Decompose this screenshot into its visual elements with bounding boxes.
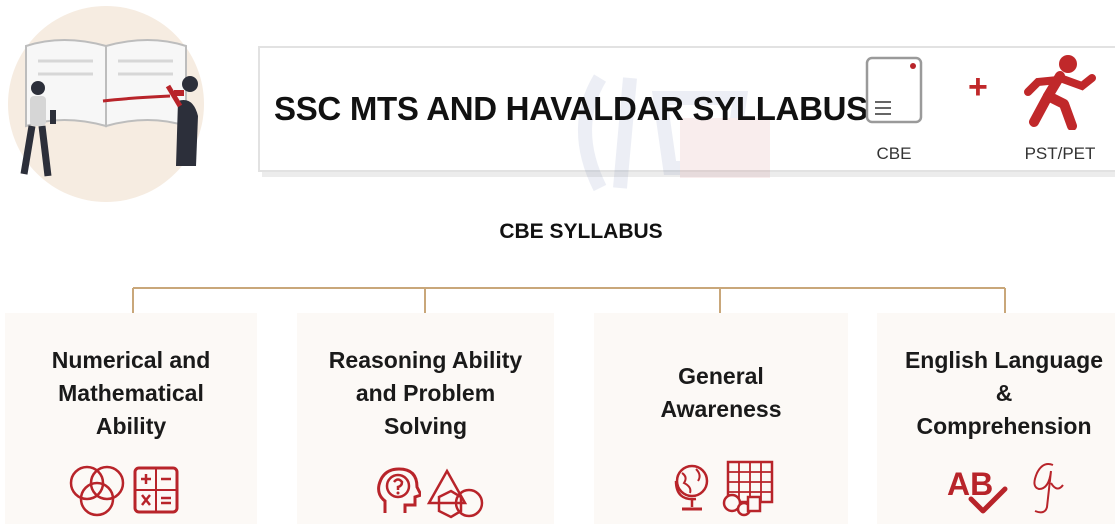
cbe-label: CBE: [876, 144, 912, 163]
card-label-line: English Language: [904, 347, 1104, 373]
card-label-line: and Problem: [355, 380, 496, 406]
page-title: SSC MTS AND HAVALDAR SYLLABUS: [274, 90, 868, 127]
header-banner: SSC MTS AND HAVALDAR SYLLABUS CBE + PST/…: [258, 46, 1115, 192]
section-title: CBE SYLLABUS: [499, 220, 663, 243]
calculator-icon: [133, 466, 179, 514]
card-label-line: Mathematical: [58, 380, 204, 406]
card-label-line: Ability: [95, 413, 167, 439]
card-numerical-ability: Numerical and Mathematical Ability: [5, 313, 257, 524]
ab-check-icon: AB: [947, 466, 1008, 514]
running-person-icon: [1024, 55, 1096, 130]
pst-pet-label: PST/PET: [1024, 144, 1096, 163]
head-question-icon: [377, 467, 421, 513]
computer-test-icon: [865, 56, 923, 124]
card-label-line: General: [678, 363, 764, 389]
card-label-line: Reasoning Ability: [328, 347, 523, 373]
card-label-line: Numerical and: [51, 347, 211, 373]
geometric-shapes-icon: [426, 468, 484, 519]
card-label-line: Solving: [383, 413, 468, 439]
svg-text:AB: AB: [947, 466, 993, 502]
cursive-g-icon: [1033, 463, 1064, 514]
chart-items-icon: [722, 460, 774, 517]
reading-book-illustration: [8, 6, 204, 202]
venn-diagram-icon: [69, 465, 125, 517]
card-general-awareness: General Awareness: [594, 313, 848, 524]
card-reasoning-ability: Reasoning Ability and Problem Solving: [297, 313, 554, 524]
card-english-language: English Language & Comprehension AB: [877, 313, 1115, 524]
globe-icon: [674, 464, 709, 511]
card-label-line: Comprehension: [916, 413, 1092, 439]
card-label-line: Awareness: [660, 396, 782, 422]
plus-sign: +: [968, 68, 988, 106]
watermark-logo: [578, 74, 770, 192]
card-label-line: &: [995, 380, 1013, 406]
